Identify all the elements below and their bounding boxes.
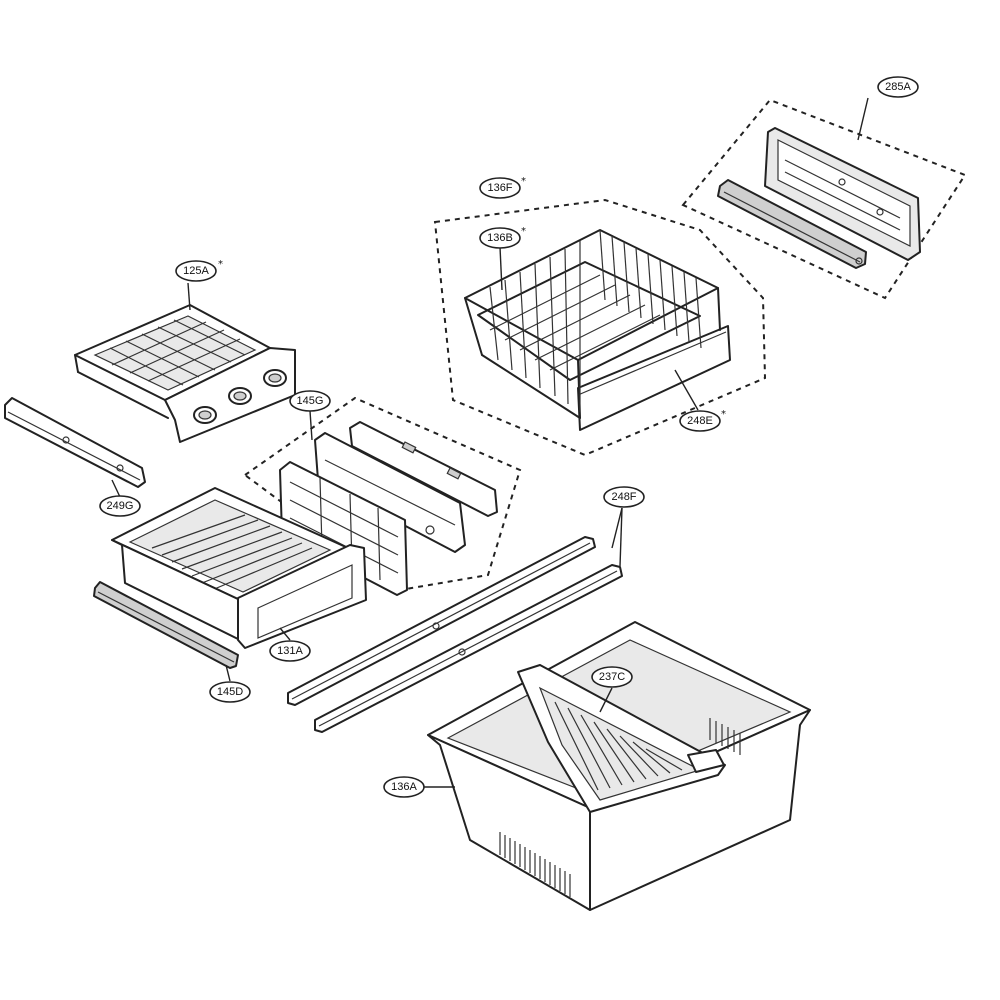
svg-text:237C: 237C [599, 671, 625, 683]
svg-text:*: * [521, 176, 526, 187]
svg-text:285A: 285A [885, 81, 911, 93]
drawer-front [237, 544, 367, 649]
group-boundary-285A [681, 98, 967, 300]
drawer-guide-rail [93, 581, 239, 669]
svg-text:136F: 136F [487, 182, 512, 194]
svg-text:145D: 145D [217, 686, 243, 698]
group-boundary-136F [433, 198, 767, 457]
basket-assembly [433, 198, 767, 457]
callout-136F: 136F * [479, 176, 526, 199]
svg-text:131A: 131A [277, 645, 303, 657]
freezer-bin [427, 621, 811, 911]
pantry-drawer [111, 487, 367, 649]
slide-rail-left [4, 397, 146, 488]
long-slide-rails [287, 536, 623, 733]
callout-237C: 237C [591, 666, 633, 688]
rail-bracket-assembly [681, 98, 967, 300]
svg-text:249G: 249G [107, 500, 134, 512]
callout-249G: 249G [99, 495, 141, 517]
callouts: 285A 136F * 136B * 125A * 145G 248E * [99, 76, 919, 798]
svg-text:*: * [521, 226, 526, 237]
callout-145D: 145D [209, 681, 251, 703]
leader-lines [111, 97, 869, 788]
rear-vent-slots [709, 718, 741, 755]
callout-136A: 136A [383, 776, 425, 798]
front-vent-slots [499, 832, 571, 897]
svg-text:136B: 136B [487, 232, 513, 244]
callout-136B: 136B * [479, 226, 526, 249]
divider [517, 664, 726, 813]
svg-text:125A: 125A [183, 265, 209, 277]
group-boundary-145G [243, 396, 522, 592]
callout-125A: 125A * [175, 259, 223, 282]
svg-text:248F: 248F [611, 491, 636, 503]
svg-text:248E: 248E [687, 415, 713, 427]
icemaker-tray-assembly [74, 304, 296, 443]
svg-text:145G: 145G [297, 395, 324, 407]
callout-131A: 131A [269, 640, 311, 662]
callout-248F: 248F [603, 486, 645, 508]
svg-text:*: * [218, 259, 223, 270]
svg-text:136A: 136A [391, 781, 417, 793]
callout-145G: 145G [289, 390, 331, 412]
callout-248E: 248E * [679, 409, 726, 432]
callout-285A: 285A [877, 76, 919, 98]
svg-text:*: * [721, 409, 726, 420]
wire-basket [464, 229, 721, 419]
